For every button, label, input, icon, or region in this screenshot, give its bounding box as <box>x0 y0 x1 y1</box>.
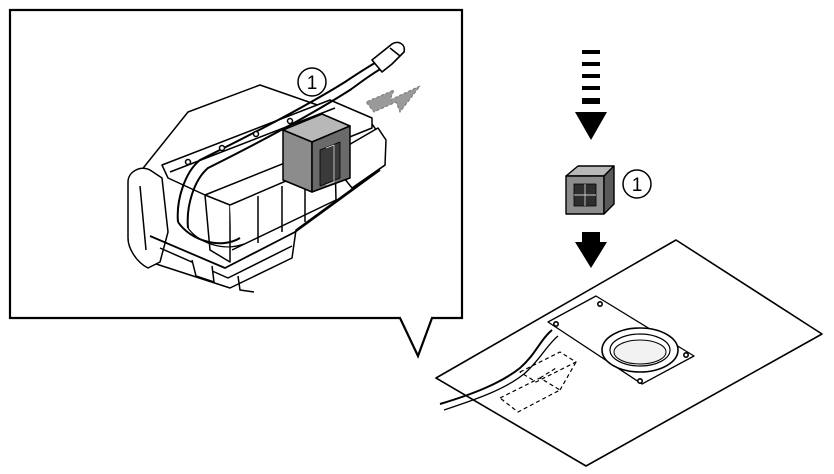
filter-callout-label: 1 <box>632 175 643 196</box>
down-arrow-icon <box>575 232 607 268</box>
down-arrow-icon <box>575 50 607 140</box>
filter-cartridge-installed <box>282 113 351 193</box>
ceiling-panel <box>435 239 823 467</box>
filter-cartridge-icon <box>565 165 615 215</box>
filter-callout-marker: 1 <box>622 169 652 199</box>
detail-callout-marker: 1 <box>297 67 327 97</box>
filter-housing-detail <box>127 41 406 293</box>
insert-arrow-icon <box>365 85 421 114</box>
detail-callout-label: 1 <box>307 73 318 94</box>
